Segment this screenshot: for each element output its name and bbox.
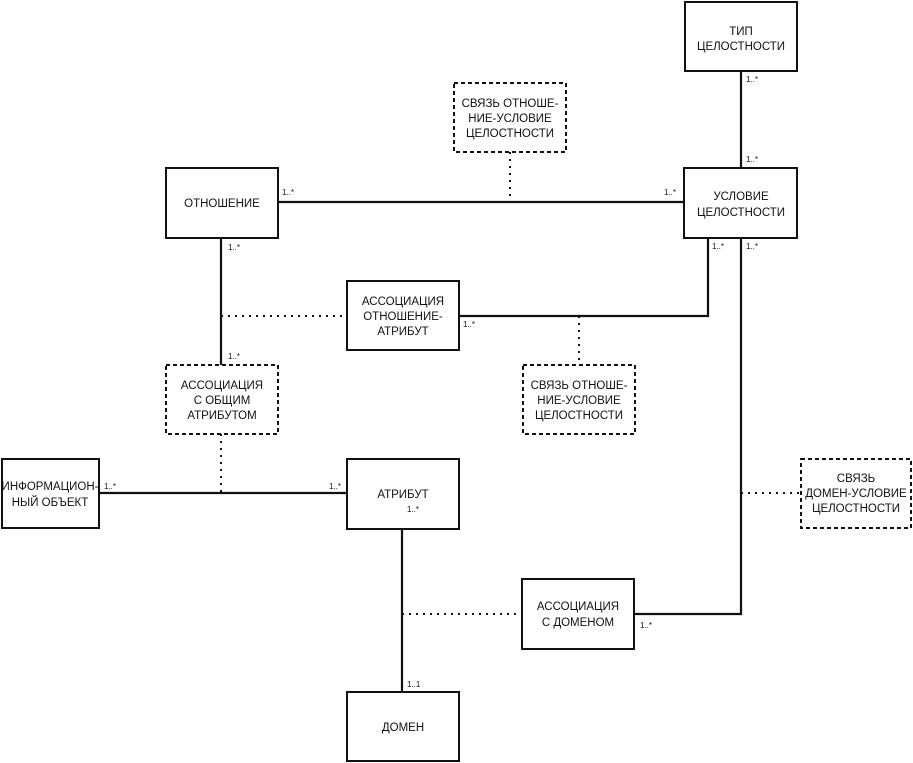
entity-label-line: НИЕ-УСЛОВИЕ [468, 113, 552, 125]
entity-integrity-condition: УСЛОВИЕ ЦЕЛОСТНОСТИ [683, 167, 798, 239]
entity-label-line: СВЯЗЬ ОТНОШЕ- [462, 98, 559, 110]
entity-label-line: ДОМЕН [382, 722, 424, 734]
entity-label-line: АТРИБУТ [377, 326, 428, 338]
entity-relation: ОТНОШЕНИЕ [165, 167, 279, 239]
multiplicity-label: 1..* [463, 320, 475, 329]
entity-label-line: СВЯЗЬ ОТНОШЕ- [531, 380, 628, 392]
link-condition-assoc-rel-attr [459, 238, 710, 318]
entity-label-line: НЫЙ ОБЪЕКТ [12, 496, 89, 509]
entity-label-line: ДОМЕН-УСЛОВИЕ [805, 488, 907, 500]
entity-label-line: ИНФОРМАЦИОН- [2, 481, 99, 493]
multiplicity-label: 1..* [640, 621, 652, 630]
entity-domain: ДОМЕН [346, 691, 460, 762]
entity-label-line: УСЛОВИЕ [713, 191, 769, 203]
entity-label-line: ЦЕЛОСТНОСТИ [466, 128, 554, 140]
multiplicity-label: 1..* [407, 505, 419, 514]
entity-label-line: ЦЕЛОСТНОСТИ [535, 410, 623, 422]
multiplicity-label: 1..* [746, 242, 758, 251]
multiplicity-label: 1..* [746, 155, 758, 164]
entity-label-line: АТРИБУТ [377, 489, 428, 501]
multiplicity-label: 1..* [664, 188, 676, 197]
entity-label-line: АТРИБУТОМ [187, 410, 256, 422]
entity-assoc-domain: АССОЦИАЦИЯ С ДОМЕНОМ [521, 578, 635, 650]
multiplicity-label: 1..* [228, 243, 240, 252]
entity-label-line: СВЯЗЬ [837, 473, 875, 485]
entity-assoc-common-attribute: АССОЦИАЦИЯ С ОБЩИМ АТРИБУТОМ [165, 364, 279, 435]
multiplicity-label: 1..* [712, 242, 724, 251]
entity-information-object: ИНФОРМАЦИОН- НЫЙ ОБЪЕКТ [1, 458, 100, 529]
entity-label-line: АССОЦИАЦИЯ [537, 601, 619, 613]
entity-label-line: ТИП [729, 26, 753, 38]
multiplicity-label: 1..* [329, 482, 341, 491]
entity-label-line: ЦЕЛОСТНОСТИ [697, 207, 785, 219]
entity-label-line: ОТНОШЕНИЕ- [363, 311, 443, 323]
entity-link-relation-condition-mid: СВЯЗЬ ОТНОШЕ- НИЕ-УСЛОВИЕ ЦЕЛОСТНОСТИ [522, 364, 636, 435]
entity-label-line: ЦЕЛОСТНОСТИ [697, 41, 785, 53]
multiplicity-label: 1..* [104, 482, 116, 491]
entity-label-line: С ДОМЕНОМ [542, 617, 614, 629]
entity-label-line: С ОБЩИМ [194, 395, 251, 407]
entity-integrity-type: ТИП ЦЕЛОСТНОСТИ [684, 1, 798, 72]
multiplicity-label: 1..* [746, 75, 758, 84]
entity-attribute: АТРИБУТ [346, 458, 460, 530]
entity-link-relation-condition-top: СВЯЗЬ ОТНОШЕ- НИЕ-УСЛОВИЕ ЦЕЛОСТНОСТИ [453, 82, 567, 153]
entity-label-line: АССОЦИАЦИЯ [362, 296, 444, 308]
multiplicity-label: 1..1 [407, 680, 421, 689]
entity-assoc-relation-attribute: АССОЦИАЦИЯ ОТНОШЕНИЕ- АТРИБУТ [346, 280, 460, 351]
entity-label-line: ЦЕЛОСТНОСТИ [812, 503, 900, 515]
entity-link-domain-condition: СВЯЗЬ ДОМЕН-УСЛОВИЕ ЦЕЛОСТНОСТИ [800, 458, 912, 529]
entity-label-line: ОТНОШЕНИЕ [184, 198, 260, 210]
entity-label-line: АССОЦИАЦИЯ [181, 380, 263, 392]
multiplicity-label: 1..* [228, 352, 240, 361]
multiplicity-label: 1..* [282, 188, 294, 197]
entity-label-line: НИЕ-УСЛОВИЕ [537, 395, 621, 407]
link-condition-assoc-domain [634, 238, 743, 616]
